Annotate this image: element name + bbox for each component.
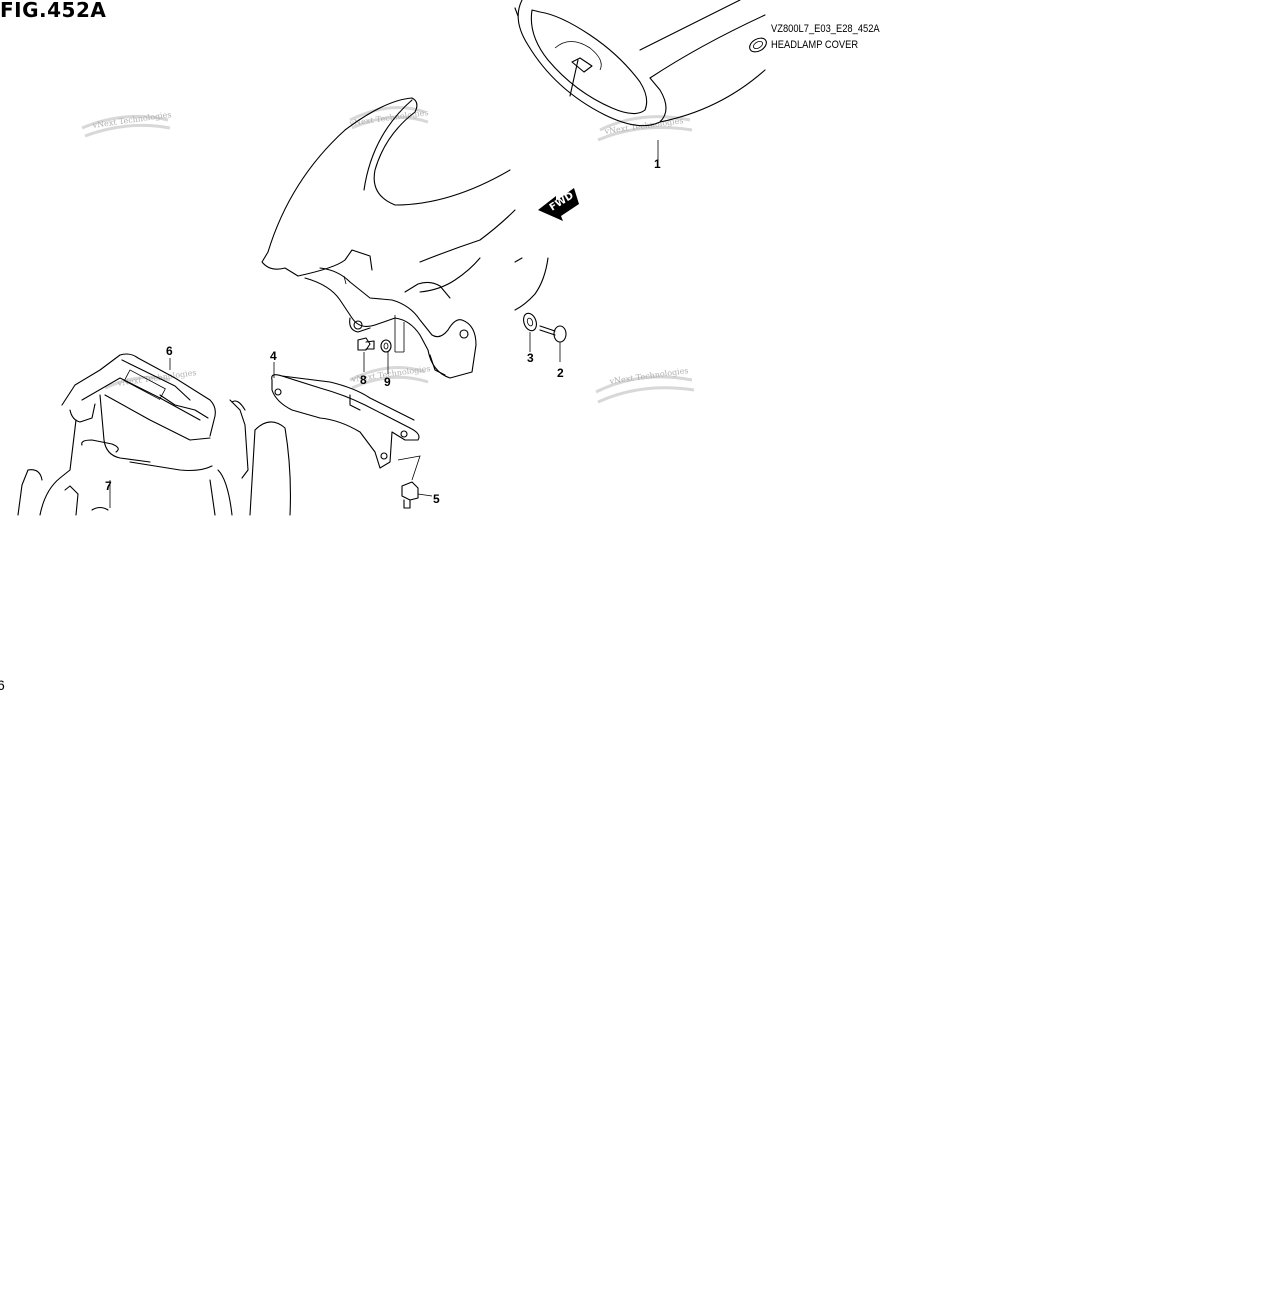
figure-title: FIG.452A	[0, 0, 107, 22]
figure-name: HEADLAMP COVER	[771, 39, 859, 51]
part-number-1: 1	[654, 157, 661, 171]
watermark-3: vNext Technologies	[597, 115, 693, 142]
part-number-5: 5	[433, 492, 440, 506]
frame-6-7	[17, 353, 291, 516]
part-number-2: 2	[557, 366, 564, 380]
edge-mark: 6	[0, 677, 5, 693]
part-number-9: 9	[384, 375, 391, 389]
svg-text:vNext Technologies: vNext Technologies	[348, 108, 429, 128]
bolt-5	[401, 481, 433, 509]
watermark-2: vNext Technologies	[348, 106, 429, 130]
windshield-cowl	[261, 97, 549, 311]
fastener-8	[357, 337, 375, 372]
watermark-1: vNext Technologies	[81, 110, 172, 138]
fwd-arrow-icon: FWD	[538, 188, 579, 221]
headlamp-cover	[514, 0, 766, 127]
svg-text:vNext Technologies: vNext Technologies	[116, 368, 197, 388]
part-number-8: 8	[360, 373, 367, 387]
cowl-bracket	[304, 267, 477, 379]
part-number-6: 6	[166, 344, 173, 358]
watermark-5: vNext Technologies	[595, 366, 695, 404]
washer-3	[523, 312, 537, 352]
headlamp-cover-icon	[749, 37, 767, 53]
fastener-9	[380, 339, 392, 374]
part-number-7: 7	[105, 479, 112, 493]
svg-text:vNext Technologies: vNext Technologies	[608, 366, 689, 386]
part-number-3: 3	[527, 351, 534, 365]
figure-code: VZ800L7_E03_E28_452A	[771, 23, 880, 35]
part-number-4: 4	[270, 349, 277, 363]
bracket-4	[271, 374, 421, 481]
screw-2	[539, 325, 567, 362]
